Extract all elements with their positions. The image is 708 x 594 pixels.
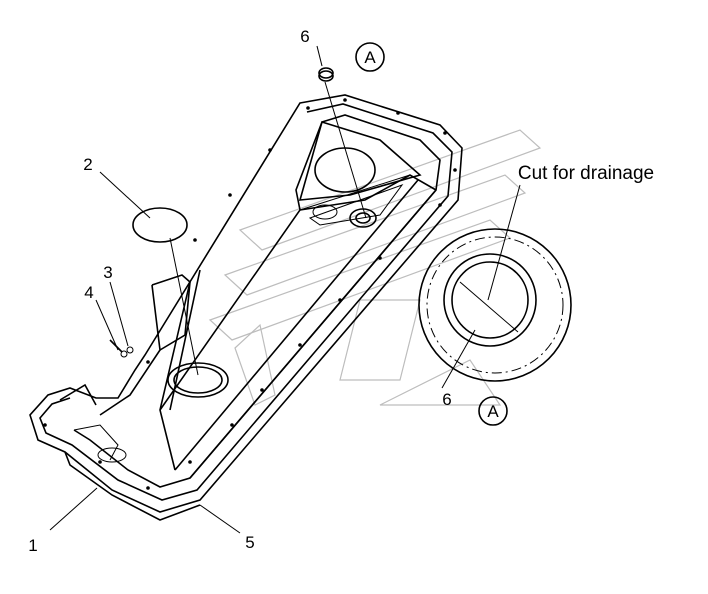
gasket-disc [132, 207, 188, 243]
part-label-5: 5 [245, 533, 254, 552]
cut-for-drainage-note: Cut for drainage [518, 163, 654, 184]
part-label-6-detail: 6 [442, 390, 451, 409]
drain-opening-center [167, 362, 229, 398]
part-label-2: 2 [83, 155, 92, 174]
screw-parts [109, 339, 134, 358]
view-a-callout-detail: A [478, 396, 508, 426]
view-a-callout-top: A [355, 42, 385, 72]
drain-plug-top [318, 67, 334, 82]
oil-pan-body [29, 94, 463, 521]
watermark-logo [208, 129, 542, 406]
view-a-label-top: A [364, 48, 376, 67]
part-label-3: 3 [103, 263, 112, 282]
detail-seal-ring [418, 228, 572, 382]
drain-opening-sump [312, 204, 377, 228]
part-label-1: 1 [28, 536, 37, 555]
leader-lines [49, 45, 521, 534]
part-label-6-top: 6 [300, 27, 309, 46]
part-label-4: 4 [84, 283, 93, 302]
view-a-label-detail: A [487, 402, 499, 421]
flange-bolt-holes [43, 98, 457, 490]
